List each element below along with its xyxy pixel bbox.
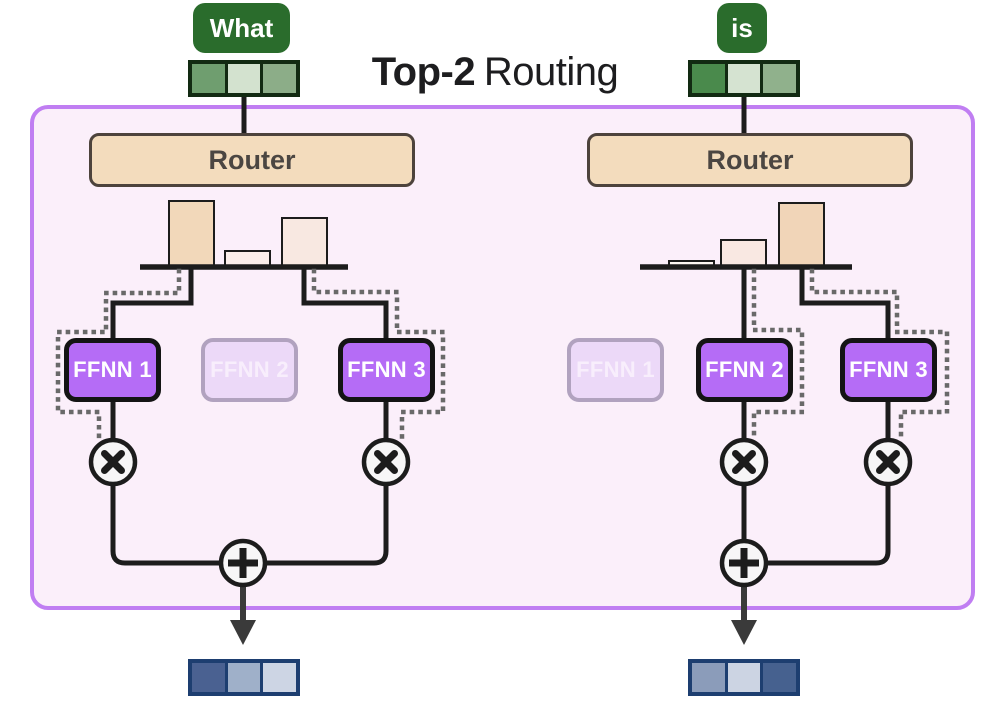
output-cell [763,663,797,692]
output-arrow-right-head [731,620,757,645]
moe-layer-container [30,105,975,610]
token-label-is: is [717,3,767,53]
embedding-cell [763,64,797,93]
output-arrow-left-head [230,620,256,645]
multiply-icon [101,450,125,474]
add-icon [228,548,258,578]
add-icon [729,548,759,578]
selected-route-outline-left-ffnn3 [311,268,446,440]
expert-ffnn2-right: FFNN 2 [696,338,793,402]
output-embedding-right [688,659,800,696]
multiply-icon [374,450,398,474]
ffnn3-to-sum-left [265,484,389,566]
output-embedding-left [188,659,300,696]
title-regular-text: Routing [483,50,619,94]
multiply-icon [732,450,756,474]
output-cell [263,663,297,692]
selected-route-outline-left-ffnn1 [55,268,182,440]
selected-route-outline-right-ffnn2 [751,268,805,440]
embedding-cell [727,64,761,93]
selected-route-outline-right-ffnn3 [809,268,950,441]
expert-ffnn2-left: FFNN 2 [201,338,298,402]
routing-weight-bar-left-3 [281,217,328,267]
expert-ffnn3-right: FFNN 3 [840,338,937,402]
router-left: Router [89,133,415,187]
title-bold-text: Top-2 [371,50,476,94]
token-label-what: What [193,3,290,53]
embedding-cell [192,64,225,93]
output-cell [227,663,261,692]
embedding-cell [692,64,725,93]
input-embedding-left [188,60,300,97]
router-right: Router [587,133,913,187]
ffnn1-to-sum-left [110,484,221,566]
multiply-icon [876,450,900,474]
expert-ffnn1-left: FFNN 1 [64,338,161,402]
input-embedding-right [688,60,800,97]
expert-ffnn1-right: FFNN 1 [567,338,664,402]
embedding-cell [227,64,261,93]
expert-ffnn3-left: FFNN 3 [338,338,435,402]
embedding-cell [263,64,297,93]
routing-weight-bar-right-3 [778,202,825,267]
output-cell [692,663,725,692]
output-cell [727,663,761,692]
routing-weight-bar-left-1 [168,200,215,267]
ffnn3-to-sum-right [766,484,891,566]
output-cell [192,663,225,692]
